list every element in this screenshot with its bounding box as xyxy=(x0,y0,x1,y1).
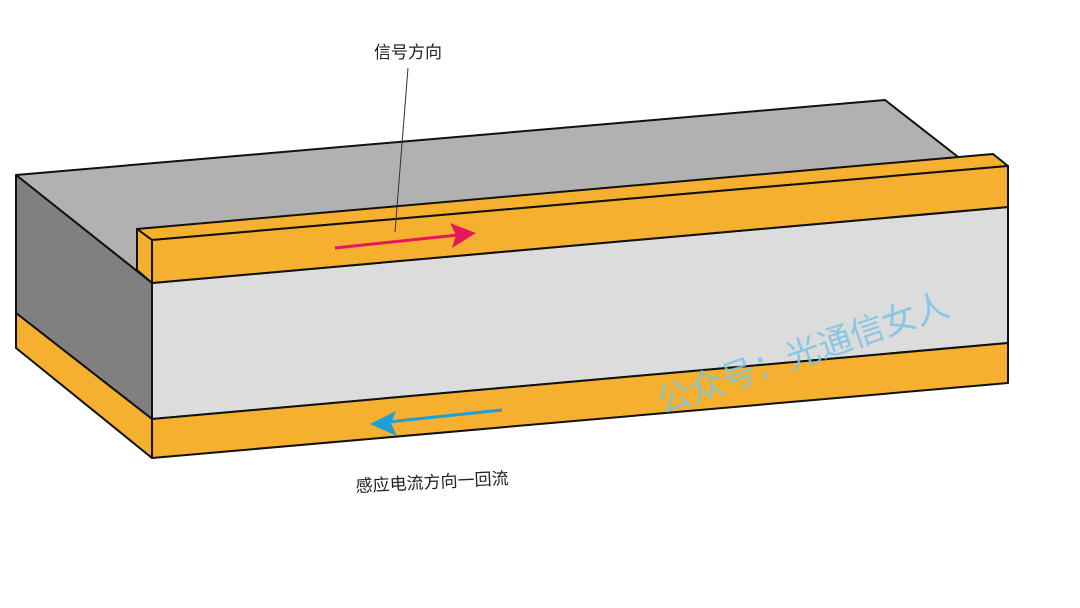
return-current-arrow xyxy=(370,408,503,436)
leader-line xyxy=(394,67,409,233)
ground-plane-front xyxy=(151,342,1009,459)
return-current-label: 感应电流方向一回流 xyxy=(355,469,509,497)
signal-direction-arrow xyxy=(334,223,476,250)
signal-direction-label: 信号方向 xyxy=(374,43,442,63)
signal-trace-front xyxy=(151,165,1009,284)
